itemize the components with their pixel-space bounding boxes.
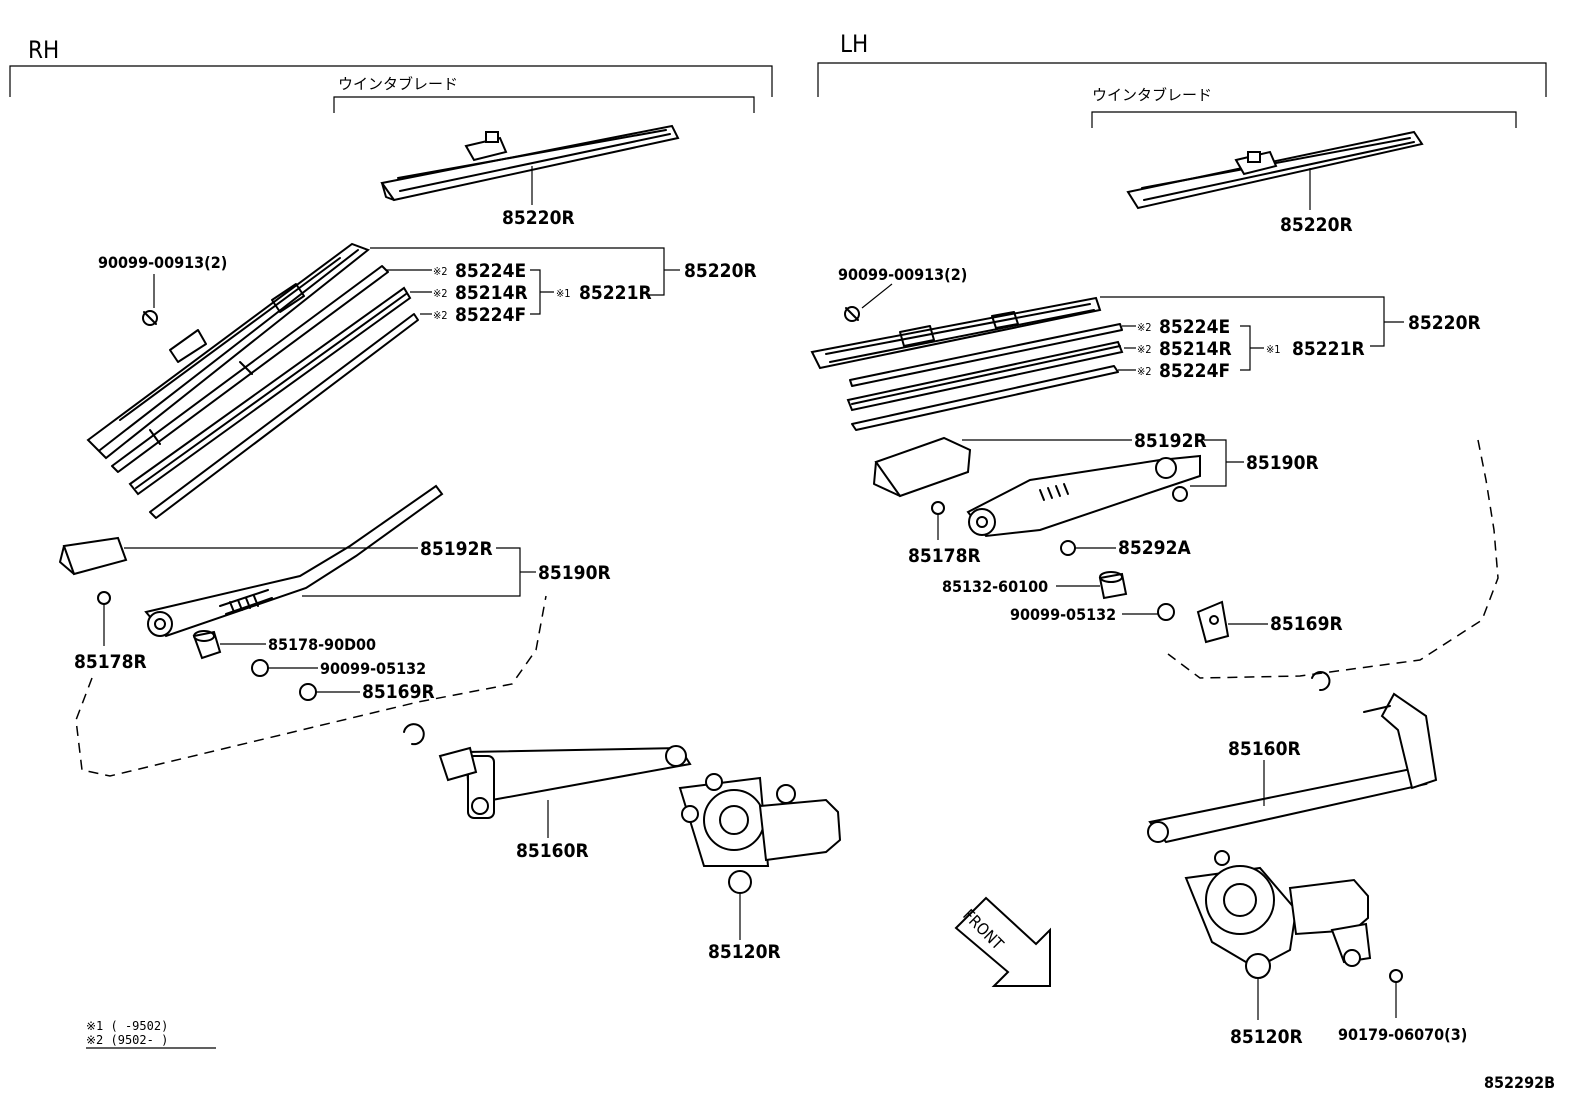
rh-nut-drawing bbox=[251, 659, 269, 677]
rh-wiper-arm-drawing bbox=[144, 484, 444, 638]
lh-part-85221R: 85221R bbox=[1292, 338, 1365, 360]
svg-text:※2: ※2 bbox=[433, 287, 448, 300]
lh-part-85190R: 85190R bbox=[1246, 452, 1319, 474]
rh-pivot-nut-drawing bbox=[299, 683, 317, 701]
lh-part-85169R: 85169R bbox=[1270, 613, 1343, 635]
rh-part-85192R: 85192R bbox=[420, 538, 493, 560]
lh-cap-drawing bbox=[1060, 540, 1076, 556]
rh-part-85178R: 85178R bbox=[74, 651, 147, 673]
rh-wiper-blade-frame-drawing bbox=[86, 242, 371, 460]
rh-part-85169R: 85169R bbox=[362, 681, 435, 703]
lh-group-bracket bbox=[817, 62, 1547, 97]
svg-text:※2: ※2 bbox=[1137, 343, 1152, 356]
note-star1-period: ※1 ( -9502) bbox=[86, 1019, 168, 1033]
lh-pivot-nut-drawing bbox=[1196, 600, 1230, 644]
rh-part-90099-05132: 90099-05132 bbox=[320, 659, 426, 678]
lh-part-85292A: 85292A bbox=[1118, 537, 1191, 559]
lh-part-90099-05132: 90099-05132 bbox=[1010, 605, 1116, 624]
rh-section: RH ウインタブレード 85220R bbox=[9, 36, 842, 1049]
lh-rubber-inserts-drawing bbox=[846, 323, 1124, 431]
lh-motor-bolt-drawing bbox=[1389, 969, 1403, 983]
illustration-id: 852292B bbox=[1484, 1073, 1555, 1092]
rh-blade-group-bracket bbox=[333, 96, 755, 113]
lh-section: LH ウインタブレード 85220R 90099-00913(2) bbox=[810, 30, 1547, 1048]
rh-arm-cover-drawing bbox=[59, 536, 128, 576]
rh-nut-small-drawing bbox=[97, 591, 111, 605]
lh-part-85220R-top: 85220R bbox=[1280, 214, 1353, 236]
svg-text:※1: ※1 bbox=[556, 287, 571, 300]
rh-wiper-blade-top-drawing bbox=[380, 124, 680, 202]
rh-part-85214R: 85214R bbox=[455, 282, 528, 304]
rh-part-85160R: 85160R bbox=[516, 840, 589, 862]
rh-part-90099-00913: 90099-00913(2) bbox=[98, 253, 227, 272]
rh-part-85224E: 85224E bbox=[455, 260, 526, 282]
rh-heading: RH bbox=[28, 36, 59, 64]
lh-part-85120R: 85120R bbox=[1230, 1026, 1303, 1048]
lh-nut-small-drawing bbox=[931, 501, 945, 515]
rh-part-85190R: 85190R bbox=[538, 562, 611, 584]
rh-part-85220R-top: 85220R bbox=[502, 207, 575, 229]
lh-bushing-drawing bbox=[1098, 571, 1128, 600]
rh-part-85224F: 85224F bbox=[455, 304, 526, 326]
front-direction-arrow: FRONT bbox=[954, 896, 1051, 987]
note-star2-period: ※2 (9502- ) bbox=[86, 1033, 168, 1047]
lh-wiper-link-drawing bbox=[1147, 671, 1438, 844]
lh-part-85192R: 85192R bbox=[1134, 430, 1207, 452]
lh-part-85132-60100: 85132-60100 bbox=[942, 577, 1048, 596]
rh-wiper-link-drawing bbox=[403, 723, 692, 819]
lh-part-90099-00913: 90099-00913(2) bbox=[838, 265, 967, 284]
lh-part-90179-06070: 90179-06070(3) bbox=[1338, 1025, 1467, 1044]
lh-part-85160R: 85160R bbox=[1228, 738, 1301, 760]
svg-text:※2: ※2 bbox=[1137, 321, 1152, 334]
lh-part-85224F: 85224F bbox=[1159, 360, 1230, 382]
rh-part-85221R: 85221R bbox=[579, 282, 652, 304]
svg-text:※2: ※2 bbox=[1137, 365, 1152, 378]
lh-part-85178R: 85178R bbox=[908, 545, 981, 567]
lh-blade-group-label: ウインタブレード bbox=[1092, 86, 1212, 104]
lh-wiper-blade-top-drawing bbox=[1126, 130, 1424, 210]
rh-part-85178-90D00: 85178-90D00 bbox=[268, 635, 376, 654]
rh-part-85120R: 85120R bbox=[708, 941, 781, 963]
lh-bolt-drawing bbox=[844, 306, 860, 322]
rh-part-85220R-assy: 85220R bbox=[684, 260, 757, 282]
rh-bushing-drawing bbox=[192, 630, 222, 660]
rh-dashed-pivot-link bbox=[75, 595, 547, 777]
svg-text:※1: ※1 bbox=[1266, 343, 1281, 356]
rh-blade-group-label: ウインタブレード bbox=[338, 75, 458, 93]
lh-wiper-motor-drawing bbox=[1184, 850, 1372, 979]
lh-part-85220R-assy: 85220R bbox=[1408, 312, 1481, 334]
svg-text:※2: ※2 bbox=[433, 309, 448, 322]
lh-wiper-blade-frame-drawing bbox=[810, 296, 1102, 370]
rh-rubber-inserts-drawing bbox=[111, 265, 419, 519]
lh-dashed-pivot-link bbox=[1167, 439, 1499, 679]
lh-part-85214R: 85214R bbox=[1159, 338, 1232, 360]
rh-group-bracket bbox=[9, 65, 773, 97]
lh-part-85224E: 85224E bbox=[1159, 316, 1230, 338]
lh-wiper-arm-drawing bbox=[966, 454, 1201, 538]
lh-arm-cover-drawing bbox=[873, 436, 972, 498]
svg-text:※2: ※2 bbox=[433, 265, 448, 278]
rh-wiper-motor-drawing bbox=[678, 773, 842, 894]
lh-heading: LH bbox=[840, 30, 868, 58]
rh-bolt-drawing bbox=[142, 310, 158, 326]
lh-nut-drawing bbox=[1157, 603, 1175, 621]
lh-blade-group-bracket bbox=[1091, 111, 1517, 128]
